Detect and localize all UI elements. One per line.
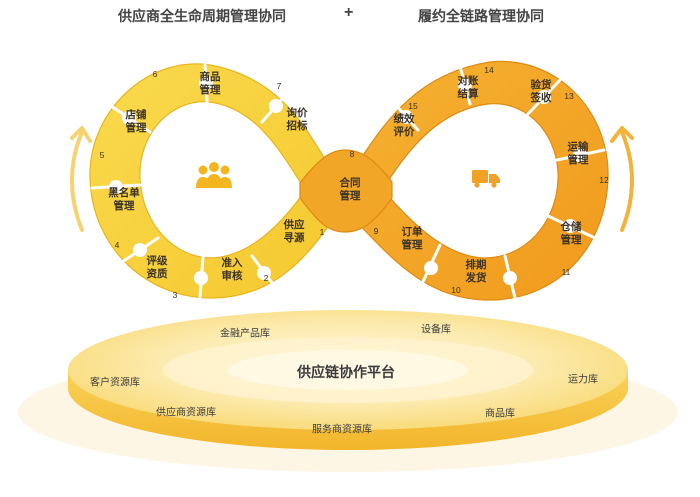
segment-number-10: 10 <box>451 285 461 295</box>
left-header-title: 供应商全生命周期管理协同 <box>118 8 286 24</box>
right-cycle-arrow <box>610 126 634 232</box>
left-cycle-arrow <box>70 126 92 232</box>
segment-label-1: 供应 寻源 <box>283 219 305 244</box>
segment-number-13: 13 <box>564 91 574 101</box>
platform-center <box>228 350 468 390</box>
platform-title: 供应链协作平台 <box>297 364 395 380</box>
segment-number-4: 4 <box>114 240 120 250</box>
truck-icon <box>472 170 500 188</box>
segment-number-9: 9 <box>373 226 379 236</box>
segment-label-12: 运输 管理 <box>567 141 589 166</box>
segment-label-7: 询价 招标 <box>286 107 308 132</box>
segment-label-15: 绩效 评价 <box>393 113 415 138</box>
segment-label-10: 排期 发货 <box>465 259 487 284</box>
left-loop <box>89 63 341 299</box>
crossover-band <box>299 149 393 233</box>
segment-label-13: 验货 签收 <box>530 79 552 104</box>
segment-label-14: 对账 结算 <box>457 75 479 100</box>
segment-label-11: 仓储 管理 <box>560 221 582 246</box>
segment-number-2: 2 <box>263 273 269 283</box>
resource-label: 商品库 <box>485 408 515 420</box>
left-puzzle-tabs <box>109 76 283 285</box>
left-loop-ring <box>89 63 341 299</box>
segment-label-4: 黑名单 管理 <box>108 187 140 212</box>
segment-number-5: 5 <box>99 150 105 160</box>
segment-number-8: 8 <box>349 149 355 159</box>
segment-number-1: 1 <box>319 227 325 237</box>
segment-label-8: 合同 管理 <box>339 177 361 202</box>
segment-label-2: 准入 审核 <box>221 257 243 282</box>
segment-number-7: 7 <box>276 81 282 91</box>
segment-number-14: 14 <box>484 65 494 75</box>
segment-number-3: 3 <box>172 290 178 300</box>
right-loop <box>344 60 609 301</box>
segment-label-9: 订单 管理 <box>401 226 423 251</box>
segment-label-5: 店铺 管理 <box>125 109 147 134</box>
platform <box>18 310 678 472</box>
segment-label-6: 商品 管理 <box>199 71 221 96</box>
resource-label: 客户资源库 <box>90 377 140 389</box>
segment-number-6: 6 <box>152 69 158 79</box>
segment-number-12: 12 <box>599 175 609 185</box>
resource-label: 设备库 <box>421 324 451 336</box>
plus-sign: + <box>344 4 354 21</box>
resource-label: 运力库 <box>568 374 598 386</box>
resource-label: 服务商资源库 <box>312 424 372 436</box>
segment-number-15: 15 <box>408 101 418 111</box>
segment-number-11: 11 <box>561 267 571 277</box>
right-header-title: 履约全链路管理协同 <box>418 8 544 24</box>
right-puzzle-tabs <box>399 78 587 285</box>
resource-label: 金融产品库 <box>220 328 270 340</box>
people-icon <box>196 162 232 188</box>
segment-label-3: 评级 资质 <box>146 255 168 280</box>
resource-label: 供应商资源库 <box>156 407 216 419</box>
